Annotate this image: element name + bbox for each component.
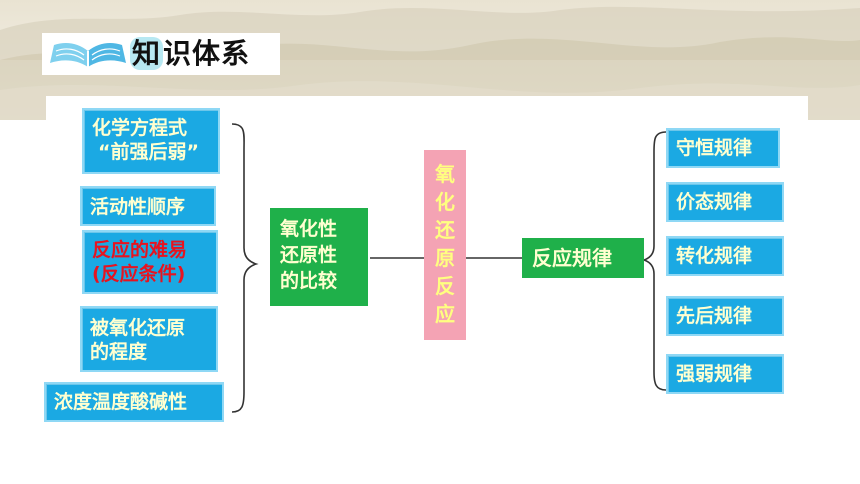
left-item-difficulty-line1a: 反应的 [92, 239, 150, 261]
left-item-difficulty-line1b: 难易 [149, 239, 188, 261]
vertical-char-1: 氧 [435, 162, 455, 186]
left-item-conditions: 浓度温度酸碱性 [44, 382, 224, 422]
vertical-char-2: 化 [435, 190, 455, 214]
right-item-strength-label: 强弱规律 [676, 363, 753, 385]
left-item-activity: 活动性顺序 [80, 186, 216, 226]
left-item-difficulty-line2: (反应条件) [92, 263, 186, 285]
center-line1: 氧化性 [280, 218, 338, 240]
right-item-valence-label: 价态规律 [676, 191, 753, 213]
vertical-char-5: 反 [435, 274, 455, 298]
title-rest: 识体系 [163, 37, 251, 70]
vertical-char-4: 原 [435, 246, 455, 270]
right-item-conservation: 守恒规律 [666, 128, 780, 168]
vertical-char-6: 应 [435, 302, 455, 326]
left-item-conditions-line1: 浓度温度酸碱性 [54, 391, 188, 413]
right-item-conversion-label: 转化规律 [676, 245, 753, 267]
title-prefix: 知 [130, 37, 164, 70]
center-line2: 还原性 [280, 244, 338, 266]
left-item-difficulty: 反应的难易 (反应条件) [82, 230, 218, 294]
title-text: 知识体系 [130, 34, 250, 74]
left-item-degree: 被氧化还原 的程度 [80, 306, 218, 372]
center-line3: 的比较 [280, 270, 338, 292]
right-item-conversion: 转化规律 [666, 236, 784, 276]
left-item-equation-line2: “前强后弱” [98, 141, 199, 163]
left-item-equation-line1: 化学方程式 [92, 117, 188, 139]
right-item-sequence: 先后规律 [666, 296, 784, 336]
rules-box: 反应规律 [522, 238, 644, 278]
right-item-strength: 强弱规律 [666, 354, 784, 394]
left-item-degree-line1: 被氧化还原 [90, 317, 186, 339]
right-item-valence: 价态规律 [666, 182, 784, 222]
vertical-char-3: 还 [435, 218, 455, 242]
right-item-conservation-label: 守恒规律 [676, 137, 753, 159]
redox-vertical-box: 氧 化 还 原 反 应 [424, 150, 466, 340]
center-comparison-box: 氧化性 还原性 的比较 [270, 208, 368, 306]
right-item-sequence-label: 先后规律 [676, 305, 753, 327]
left-item-equation: 化学方程式 “前强后弱” [82, 108, 220, 174]
left-item-activity-line1: 活动性顺序 [90, 196, 186, 218]
open-book-icon [50, 43, 126, 67]
title-banner: 知识体系 [42, 33, 280, 75]
rules-box-label: 反应规律 [532, 246, 612, 270]
left-item-degree-line2: 的程度 [90, 341, 148, 363]
